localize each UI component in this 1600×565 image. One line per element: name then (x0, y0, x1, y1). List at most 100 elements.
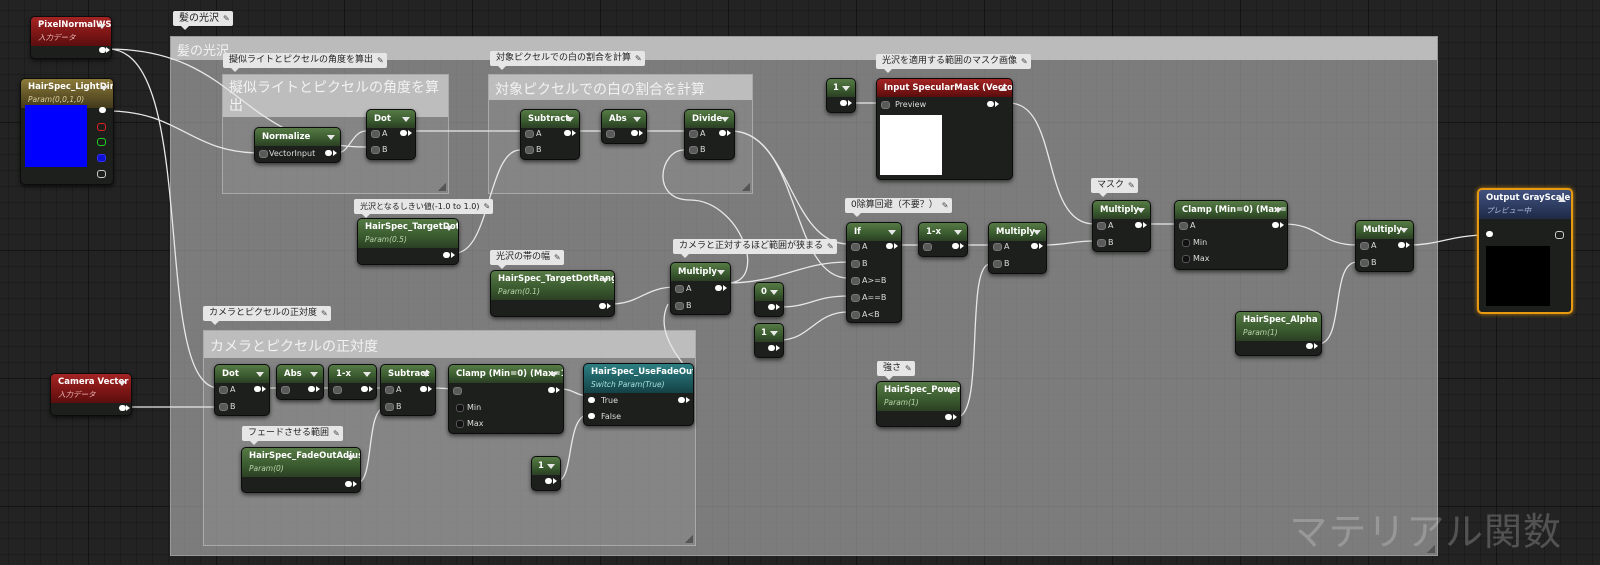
bubble-white-ratio[interactable]: 対象ピクセルでの白の割合を計算✎ (490, 51, 646, 70)
input-pin-a[interactable] (1097, 222, 1106, 230)
output-pin[interactable] (719, 130, 726, 136)
bubble-camera-facing[interactable]: カメラとピクセルの正対度✎ (203, 306, 332, 325)
chevron-down-icon[interactable] (601, 278, 609, 283)
resize-handle[interactable] (1427, 545, 1435, 553)
input-pin-a[interactable] (1179, 222, 1188, 230)
input-pin-a-gt-b[interactable] (851, 277, 860, 285)
chevron-down-icon[interactable] (954, 230, 962, 235)
node-abs-angle[interactable]: Abs (601, 109, 647, 144)
resize-handle[interactable] (438, 183, 446, 191)
input-pin-a[interactable] (525, 130, 534, 138)
output-pin[interactable] (119, 405, 126, 411)
output-pin[interactable] (678, 397, 685, 403)
input-pin-min[interactable] (1182, 239, 1190, 247)
output-pin[interactable] (345, 481, 352, 487)
output-pin[interactable] (361, 386, 368, 392)
node-abs-camera[interactable]: Abs (276, 364, 324, 400)
chevron-down-icon[interactable] (770, 331, 778, 336)
input-pin-b[interactable] (525, 146, 534, 154)
node-clamp-final[interactable]: Clamp (Min=0) (Max=1) A Min Max (1174, 200, 1288, 270)
input-pin-b[interactable] (1360, 259, 1369, 267)
chevron-down-icon[interactable] (98, 24, 106, 29)
input-pin-b[interactable] (993, 260, 1002, 268)
input-pin-b[interactable] (371, 146, 380, 154)
bubble-narrow[interactable]: カメラと正対するほど範囲が狭まる✎ (673, 239, 838, 258)
input-pin-a[interactable] (689, 130, 698, 138)
output-pin[interactable] (99, 47, 106, 53)
input-pin-max[interactable] (1182, 255, 1190, 263)
node-if[interactable]: If A B A>=B A==B A<B (846, 222, 902, 323)
output-pin[interactable] (443, 252, 450, 258)
bubble-mask-image[interactable]: 光沢を適用する範囲のマスク画像✎ (876, 54, 1032, 73)
node-divide[interactable]: Divide A B (684, 109, 735, 160)
output-pin[interactable] (420, 386, 427, 392)
output-pin[interactable] (564, 130, 571, 136)
input-pin-a[interactable] (993, 243, 1002, 251)
output-pin[interactable] (545, 478, 552, 484)
input-pin-a-lt-b[interactable] (851, 311, 860, 319)
input-pin[interactable] (1486, 231, 1493, 237)
resize-handle[interactable] (742, 183, 750, 191)
chevron-up-icon[interactable] (999, 86, 1007, 91)
input-pin-false[interactable] (588, 413, 595, 419)
output-pin[interactable] (1398, 242, 1405, 248)
chevron-down-icon[interactable] (1033, 230, 1041, 235)
chevron-down-icon[interactable] (721, 117, 729, 122)
input-pin-true[interactable] (588, 397, 595, 403)
node-constant-one-bottom[interactable]: 1 (531, 456, 561, 491)
input-pin-b[interactable] (675, 302, 684, 310)
input-pin-b[interactable] (219, 403, 228, 411)
chevron-down-icon[interactable] (422, 372, 430, 377)
node-subtract-target[interactable]: Subtract A B (520, 109, 580, 160)
output-pin[interactable] (945, 414, 952, 420)
bubble-fade[interactable]: フェードさせる範囲✎ (242, 426, 344, 445)
node-one-minus-camera[interactable]: 1-x (328, 364, 377, 400)
node-input-specular-mask[interactable]: Input SpecularMask (Vector3) Preview (876, 78, 1013, 180)
bubble-hair-gloss[interactable]: 髪の光沢✎ (173, 11, 233, 30)
output-pin[interactable] (400, 130, 407, 136)
chevron-down-icon[interactable] (1137, 208, 1145, 213)
output-pin[interactable] (1272, 222, 1279, 228)
node-normalize[interactable]: Normalize VectorInput (254, 127, 341, 163)
node-constant-one-top[interactable]: 1 (826, 78, 856, 113)
input-pin-b[interactable] (385, 403, 394, 411)
bubble-power[interactable]: 強さ✎ (877, 361, 916, 380)
chevron-down-icon[interactable] (717, 270, 725, 275)
input-pin-b[interactable] (689, 146, 698, 154)
node-multiply-range[interactable]: Multiply A B (670, 262, 731, 315)
input-pin-a-eq-b[interactable] (851, 294, 860, 302)
node-clamp-fade[interactable]: Clamp (Min=0) (Max=1) Min Max (448, 364, 564, 434)
chevron-up-icon[interactable] (1558, 197, 1566, 202)
node-constant-zero[interactable]: 0 (754, 282, 784, 317)
input-pin-b[interactable] (851, 260, 860, 268)
chevron-down-icon[interactable] (770, 290, 778, 295)
output-pin-g[interactable] (97, 138, 106, 146)
input-pin-a[interactable] (371, 130, 380, 138)
output-pin[interactable] (1031, 243, 1038, 249)
output-pin[interactable] (325, 150, 332, 156)
node-multiply-power[interactable]: Multiply A B (988, 222, 1047, 274)
node-one-minus-top[interactable]: 1-x (918, 222, 968, 257)
chevron-down-icon[interactable] (888, 230, 896, 235)
chevron-down-icon[interactable] (363, 372, 371, 377)
output-pin[interactable] (768, 304, 775, 310)
chevron-down-icon[interactable] (550, 372, 558, 377)
output-pin[interactable] (631, 130, 638, 136)
chevron-down-icon[interactable] (118, 381, 126, 386)
output-pin[interactable] (1555, 231, 1564, 239)
output-pin-a[interactable] (97, 170, 106, 178)
output-pin[interactable] (599, 303, 606, 309)
output-pin[interactable] (840, 100, 847, 106)
bubble-band-width[interactable]: 光沢の帯の幅✎ (490, 250, 565, 269)
chevron-down-icon[interactable] (566, 117, 574, 122)
output-pin[interactable] (1306, 343, 1313, 349)
input-pin[interactable] (923, 243, 932, 251)
input-pin-min[interactable] (456, 404, 464, 412)
bubble-threshold[interactable]: 光沢となるしきい値(-1.0 to 1.0)✎ (354, 199, 494, 218)
input-pin-max[interactable] (456, 420, 464, 428)
